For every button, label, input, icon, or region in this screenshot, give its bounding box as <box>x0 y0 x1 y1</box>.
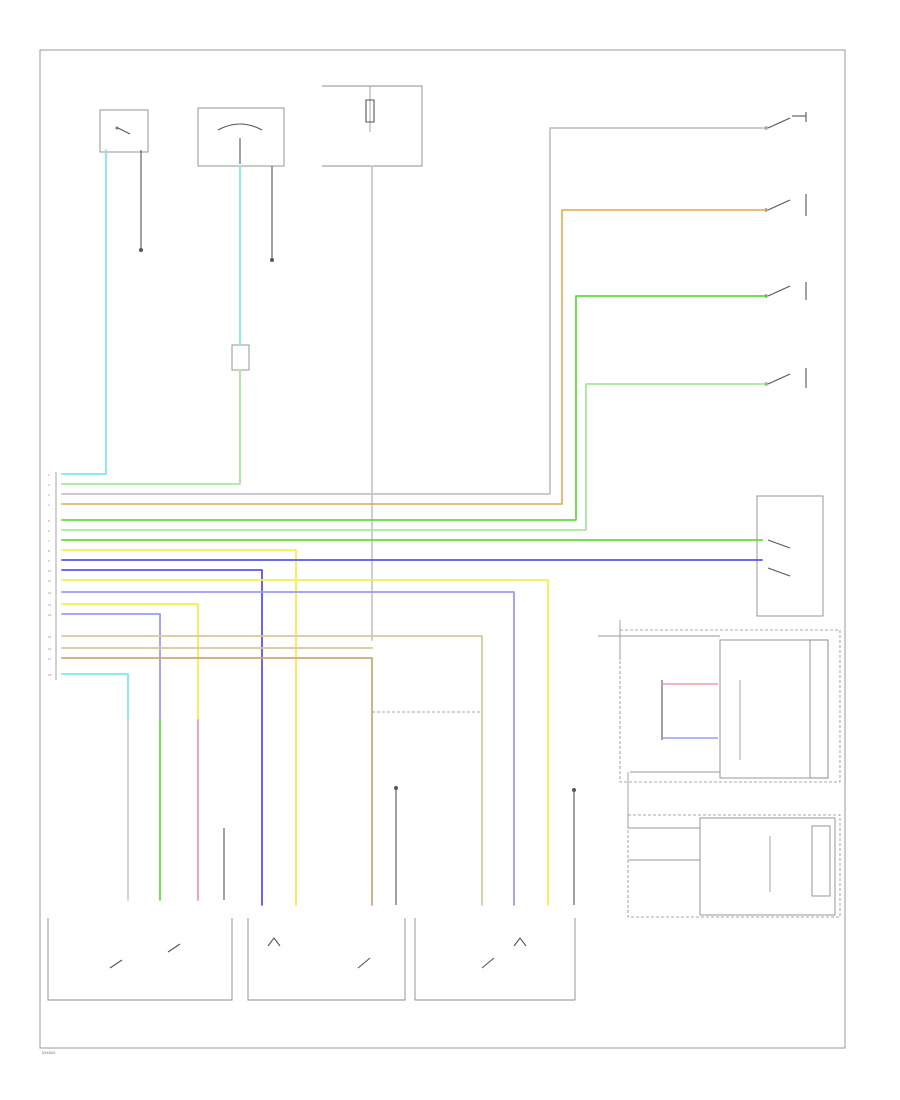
wire-orange-2 <box>61 657 373 906</box>
control-unit-lower <box>627 814 841 918</box>
footer-code: xxxxxx <box>42 1050 56 1055</box>
wire-gray-2 <box>61 127 767 495</box>
wire-yellow-1 <box>61 549 297 906</box>
capacitor <box>661 680 718 740</box>
wire-light-blue-3 <box>61 673 129 721</box>
svg-text:17: 17 <box>48 657 52 661</box>
relay-box <box>756 495 824 617</box>
pin-labels: 1 2 3 4 5 6 7 8 9 10 11 12 13 14 15 16 1… <box>48 473 52 677</box>
svg-text:2: 2 <box>48 483 50 487</box>
bottom-grounds <box>223 786 576 905</box>
wire-yellow-2 <box>61 579 549 906</box>
svg-text:18: 18 <box>48 673 52 677</box>
wire-light-green-1 <box>61 369 241 485</box>
svg-text:5: 5 <box>48 519 50 523</box>
control-unit-wires <box>598 620 720 861</box>
control-unit-upper <box>619 629 841 783</box>
bottom-unit-3 <box>414 918 576 1001</box>
svg-text:15: 15 <box>48 635 52 639</box>
top-center-switch <box>197 107 285 167</box>
wire-light-green-2 <box>61 383 767 531</box>
inline-connector <box>231 344 250 371</box>
svg-text:9: 9 <box>48 559 50 563</box>
top-grounds <box>139 150 274 262</box>
svg-text:6: 6 <box>48 529 50 533</box>
wire-green-1 <box>61 295 767 521</box>
svg-text:14: 14 <box>48 613 52 617</box>
svg-text:1: 1 <box>48 473 50 477</box>
bottom-unit-1 <box>47 918 233 1001</box>
top-right-fuse-block <box>322 85 423 167</box>
bottom-unit-2 <box>247 918 406 1001</box>
svg-text:10: 10 <box>48 569 52 573</box>
wire-blue-2 <box>61 569 263 906</box>
right-switches <box>764 112 807 388</box>
svg-text:7: 7 <box>48 539 50 543</box>
svg-text:13: 13 <box>48 603 52 607</box>
wire-yellow-3 <box>61 603 199 721</box>
svg-text:11: 11 <box>48 579 51 583</box>
wire-violet-1 <box>61 591 515 906</box>
svg-text:12: 12 <box>48 591 52 595</box>
diagram-border <box>39 49 846 1049</box>
wire-light-blue-1 <box>61 149 107 475</box>
top-left-switch <box>99 109 149 153</box>
wire-orange-1 <box>61 209 767 505</box>
svg-text:16: 16 <box>48 647 52 651</box>
wire-tan-1 <box>61 635 483 906</box>
svg-text:8: 8 <box>48 549 50 553</box>
svg-text:3: 3 <box>48 493 50 497</box>
wire-violet-2 <box>61 613 161 721</box>
svg-text:4: 4 <box>48 503 50 507</box>
